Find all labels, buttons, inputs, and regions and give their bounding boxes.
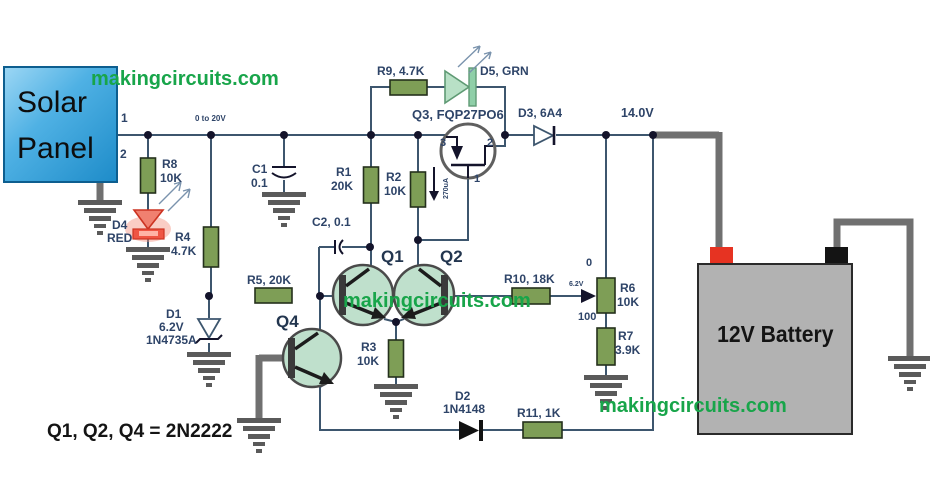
d5-label: D5, GRN [480,64,529,78]
q1-label: Q1 [381,247,404,266]
r2-value: 10K [384,184,407,198]
d2-name: D2 [455,389,471,403]
r4-name: R4 [175,230,191,244]
panel-pin1-label: 1 [121,111,128,125]
current-arrow-r2 [429,167,439,201]
resistor-r7 [596,327,616,366]
q3-pin1-label: 1 [474,173,481,185]
r3-value: 10K [357,354,380,368]
resistor-r4 [202,226,220,268]
watermark-top: makingcircuits.com [91,68,279,90]
diode-d3 [533,124,556,147]
led-d5-green [444,45,492,107]
capacitor-c1 [271,166,297,179]
q3-label: Q3, FQP27PO6 [412,107,504,122]
transistor-q2 [392,263,456,327]
r1-value: 20K [331,179,354,193]
preset-wiper-arrow [581,289,596,303]
battery-negative-terminal [825,247,848,263]
panel-pin2-label: 2 [120,147,127,161]
resistor-r2 [409,171,427,208]
resistor-r11 [522,421,563,439]
c2-label: C2, 0.1 [312,215,351,229]
transistor-note: Q1, Q2, Q4 = 2N2222 [47,421,233,442]
preset-r6 [596,277,616,314]
watermark-middle: makingcircuits.com [343,290,531,312]
r9-label: R9, 4.7K [377,64,425,78]
r6-value: 10K [617,295,640,309]
wiper-voltage-label: 6.2V [569,281,584,288]
gate-current-label: 270uA [443,177,450,199]
q4-label: Q4 [276,312,299,331]
mosfet-q3 [439,122,497,180]
resistor-r5 [254,287,293,304]
pot-scale-top-label: 0 [586,257,593,269]
r7-name: R7 [618,329,634,343]
capacitor-c2 [334,239,344,255]
solar-panel-label-line1: Solar [17,86,88,119]
r5-label: R5, 20K [247,273,292,287]
r4-value: 4.7K [171,244,197,258]
q3-pin3-label: 3 [440,137,447,149]
d1-voltage: 6.2V [159,320,184,334]
resistor-r3 [387,339,405,378]
r10-label: R10, 18K [504,272,555,286]
diode-d2 [459,420,483,441]
r1-name: R1 [336,165,352,179]
transistor-q4 [281,327,343,389]
r11-label: R11, 1K [517,406,561,420]
zener-d1 [195,318,223,344]
d1-part: 1N4735A [146,333,197,347]
r7-value: 3.9K [615,343,641,357]
battery-positive-terminal [710,247,733,263]
pot-scale-bottom-label: 100 [578,311,597,323]
resistor-r9 [389,79,428,96]
charge-voltage-label: 14.0V [621,106,654,120]
battery-label: 12V Battery [716,321,834,347]
r8-name: R8 [162,157,178,171]
resistors [139,79,616,439]
resistor-r10 [511,287,551,305]
r8-value: 10K [160,171,183,185]
solar-panel-label-line2: Panel [17,132,94,165]
d3-label: D3, 6A4 [518,106,563,120]
watermark-bottom: makingcircuits.com [599,395,787,417]
d4-color: RED [107,231,133,245]
battery-terminals [710,247,848,263]
panel-output-range-label: 0 to 20V [195,114,226,123]
d4-name: D4 [112,218,128,232]
c1-name: C1 [252,162,268,176]
d2-part: 1N4148 [443,402,486,416]
q3-pin2-label: 2 [487,137,494,149]
junction-dots [144,131,657,326]
c1-value: 0.1 [251,176,268,190]
resistor-r1 [362,166,380,204]
led-d4-red [125,181,191,242]
resistor-r8 [139,157,157,194]
solar-panel: Solar Panel [3,66,118,183]
r2-name: R2 [386,170,402,184]
r3-name: R3 [361,340,377,354]
q2-label: Q2 [440,247,463,266]
battery-12v: 12V Battery [697,263,853,435]
d1-name: D1 [166,307,182,321]
r6-name: R6 [620,281,636,295]
transistor-q1 [331,263,395,327]
